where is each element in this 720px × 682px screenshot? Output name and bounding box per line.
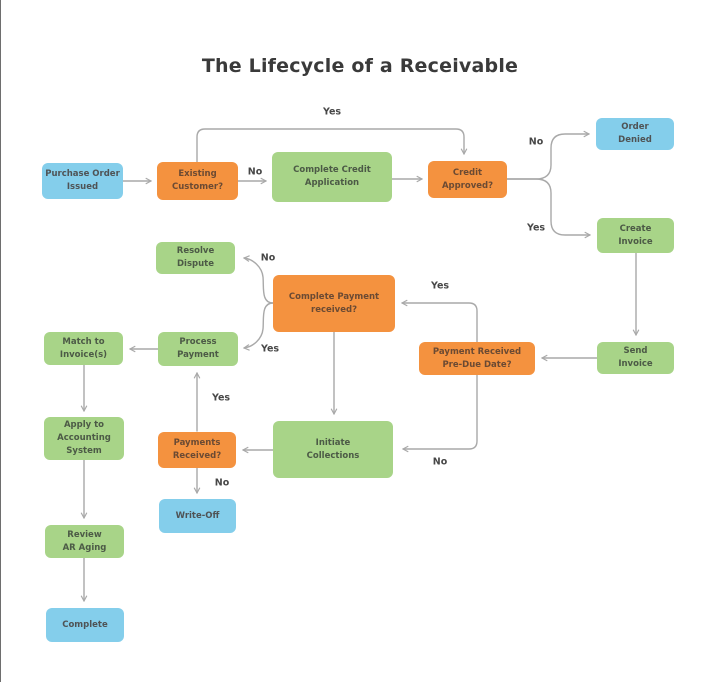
left-edge-line — [0, 0, 1, 682]
node-review-ar-aging: Review AR Aging — [45, 525, 124, 558]
label-yes-credit-approved: Yes — [526, 222, 546, 234]
label-no-payments-received: No — [214, 477, 230, 489]
node-existing-customer: Existing Customer? — [157, 162, 238, 200]
node-credit-approved: Credit Approved? — [428, 161, 507, 198]
node-process-payment: Process Payment — [158, 332, 238, 366]
label-no-pre-due-date: No — [432, 456, 448, 468]
node-apply-to-accounting-system: Apply to Accounting System — [44, 417, 124, 460]
label-yes-existing-customer: Yes — [322, 106, 342, 118]
node-order-denied: Order Denied — [596, 118, 674, 150]
edge-approved-to-create-yes — [506, 178, 591, 239]
label-yes-payments-received: Yes — [211, 392, 231, 404]
edge-completepay-to-process-yes — [243, 302, 274, 351]
node-write-off: Write-Off — [159, 499, 236, 533]
node-match-to-invoices: Match to Invoice(s) — [44, 332, 123, 365]
edge-approved-to-denied-no — [506, 130, 590, 180]
label-no-complete-payment: No — [260, 252, 276, 264]
label-yes-pre-due-date: Yes — [430, 280, 450, 292]
node-resolve-dispute: Resolve Dispute — [156, 242, 235, 274]
node-complete-payment-received: Complete Payment received? — [273, 275, 395, 332]
edge-predue-to-collections-no — [402, 374, 478, 453]
node-purchase-order-issued: Purchase Order Issued — [42, 163, 123, 199]
label-no-existing-customer: No — [247, 166, 263, 178]
label-no-credit-approved: No — [528, 136, 544, 148]
node-send-invoice: Send Invoice — [597, 342, 674, 374]
node-complete: Complete — [46, 608, 124, 642]
label-yes-complete-payment: Yes — [260, 343, 280, 355]
edge-predue-to-completepay-yes — [401, 299, 478, 343]
edge-existing-to-approved-yes — [196, 128, 468, 163]
diagram-title: The Lifecycle of a Receivable — [201, 55, 519, 77]
node-payment-received-pre-due-date: Payment Received Pre-Due Date? — [419, 342, 535, 375]
node-create-invoice: Create Invoice — [597, 218, 674, 253]
node-initiate-collections: Initiate Collections — [273, 421, 393, 478]
node-payments-received: Payments Received? — [158, 432, 236, 468]
edge-completepay-to-dispute-no — [243, 255, 274, 304]
node-complete-credit-application: Complete Credit Application — [272, 152, 392, 202]
